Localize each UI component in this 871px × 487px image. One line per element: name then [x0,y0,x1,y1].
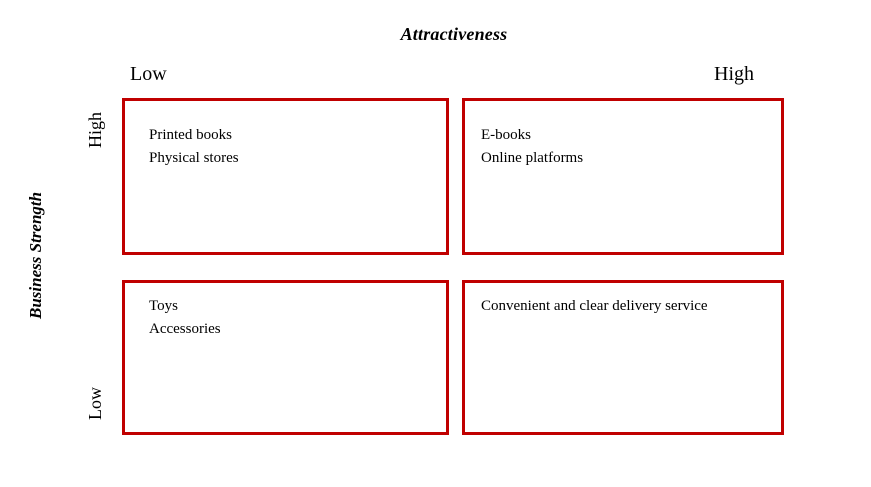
quadrant-bottom-left: Toys Accessories [122,280,449,435]
y-axis-title: Business Strength [26,191,45,319]
x-axis-low-label: Low [130,63,167,85]
x-axis-high-label: High [714,63,754,85]
y-axis-low-label: Low [85,387,105,421]
quadrant-top-left: Printed books Physical stores [122,98,449,255]
x-axis-title: Attractiveness [400,24,508,44]
quadrant-item: E-books [481,127,531,143]
quadrant-item: Printed books [149,127,232,143]
quadrant-top-right: E-books Online platforms [462,98,784,255]
quadrant-item: Physical stores [149,150,239,167]
quadrant-item: Online platforms [481,150,584,167]
quadrant-item: Accessories [149,321,221,338]
y-axis-high-label: High [85,112,105,148]
quadrant-bottom-right: Convenient and clear delivery service [462,280,784,435]
quadrant-item: Convenient and clear delivery service [481,298,708,314]
quadrant-item: Toys [149,298,178,314]
